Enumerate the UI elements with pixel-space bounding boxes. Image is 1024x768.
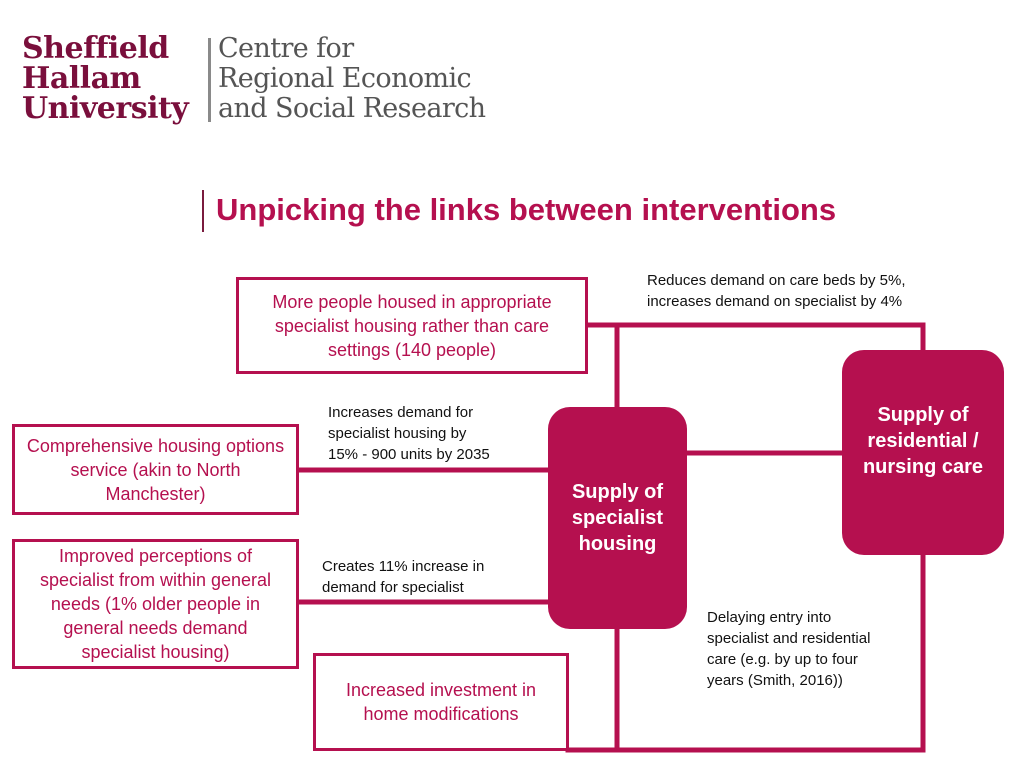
- logo-university-name: Sheffield Hallam University: [22, 34, 202, 124]
- logo-university-line: University: [22, 91, 189, 126]
- title-accent-bar: [202, 190, 204, 232]
- box-home-modifications: Increased investment in home modificatio…: [313, 653, 569, 751]
- logo-divider: [208, 38, 211, 122]
- hub-supply-specialist-housing: Supply of specialist housing: [548, 407, 687, 629]
- note-11-percent-increase: Creates 11% increase in demand for speci…: [322, 558, 485, 596]
- logo-centre-name: Centre for Regional Economic and Social …: [218, 34, 518, 124]
- connector-housed-to-residential: [585, 322, 926, 355]
- logo-university-line: Sheffield: [22, 31, 169, 66]
- logo-centre-line: Regional Economic: [218, 63, 472, 94]
- connector-modifications-loop: [565, 551, 926, 753]
- logo-centre-line: and Social Research: [218, 93, 486, 124]
- page-title: Unpicking the links between intervention…: [216, 192, 837, 227]
- box-housed-appropriately: More people housed in appropriate specia…: [236, 277, 588, 374]
- logo-centre-line: Centre for: [218, 33, 354, 64]
- note-care-beds: Reduces demand on care beds by 5%, incre…: [647, 272, 906, 310]
- box-housing-options-service: Comprehensive housing options service (a…: [12, 424, 299, 515]
- box-improved-perceptions: Improved perceptions of specialist from …: [12, 539, 299, 669]
- hub-supply-residential-care: Supply of residential / nursing care: [842, 350, 1004, 555]
- note-demand-2035: Increases demand for specialist housing …: [328, 404, 490, 463]
- note-delaying-entry: Delaying entry into specialist and resid…: [707, 609, 871, 689]
- logo-university-line: Hallam: [22, 61, 141, 96]
